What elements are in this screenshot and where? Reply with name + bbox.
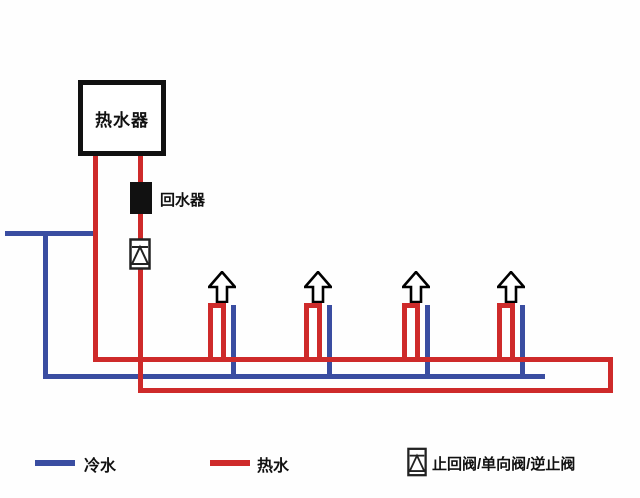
cold-pipe-riser-outlet-4 [520, 305, 525, 379]
return-water-device-label: 回水器 [160, 192, 206, 209]
hot-bump-top-outlet-2 [304, 303, 322, 308]
hot-pipe-heater-outlet-vertical [93, 154, 98, 362]
cold-pipe-left-riser [43, 231, 48, 379]
legend-valve-label: 止回阀/单向阀/逆止阀 [432, 456, 576, 473]
hot-pipe-supply-main [93, 357, 613, 362]
hot-bump-leg-b-outlet-4 [510, 303, 515, 362]
hot-bump-leg-a-outlet-1 [208, 303, 213, 362]
hot-bump-top-outlet-3 [402, 303, 420, 308]
cold-pipe-riser-outlet-2 [327, 305, 332, 379]
legend-check-valve-icon [407, 447, 427, 477]
return-water-device-box [130, 182, 152, 214]
water-heater-box: 热水器 [78, 80, 166, 156]
hot-pipe-return-main [138, 388, 613, 393]
hot-bump-top-outlet-4 [497, 303, 515, 308]
legend-hot-swatch [210, 460, 250, 466]
legend-hot-label: 热水 [257, 458, 290, 475]
hot-bump-leg-a-outlet-2 [304, 303, 309, 362]
legend-cold-label: 冷水 [84, 458, 117, 475]
check-valve-icon [129, 238, 151, 270]
water-heater-label: 热水器 [95, 110, 149, 130]
hot-bump-leg-a-outlet-3 [402, 303, 407, 362]
hot-bump-leg-b-outlet-1 [221, 303, 226, 362]
hot-bump-leg-b-outlet-2 [317, 303, 322, 362]
outlet-up-arrow-icon-4 [497, 271, 525, 303]
cold-pipe-riser-outlet-3 [425, 305, 430, 379]
outlet-up-arrow-icon-3 [402, 271, 430, 303]
hot-bump-leg-b-outlet-3 [415, 303, 420, 362]
cold-pipe-riser-outlet-1 [231, 305, 236, 379]
hot-pipe-right-drop [608, 357, 613, 393]
outlet-up-arrow-icon-2 [304, 271, 332, 303]
cold-pipe-main [43, 374, 545, 379]
outlet-up-arrow-icon-1 [208, 271, 236, 303]
legend-cold-swatch [35, 460, 75, 466]
cold-pipe-inlet-horizontal [5, 231, 93, 236]
hot-bump-leg-a-outlet-4 [497, 303, 502, 362]
hot-pipe-return-vertical [138, 154, 143, 393]
hot-bump-top-outlet-1 [208, 303, 226, 308]
